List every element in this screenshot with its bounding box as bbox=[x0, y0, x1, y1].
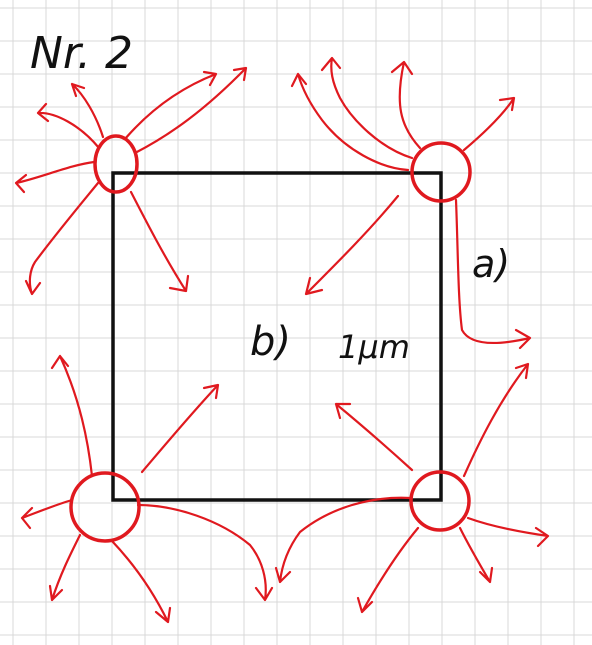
field-line-arrow bbox=[274, 496, 412, 584]
field-line-arrow bbox=[390, 60, 422, 150]
field-line-arrow bbox=[20, 498, 74, 530]
field-line-arrow bbox=[14, 160, 96, 194]
field-line-arrow bbox=[290, 72, 410, 172]
field-line-arrow bbox=[462, 96, 516, 152]
field-line-arrow bbox=[334, 402, 414, 472]
field-line-arrow bbox=[356, 526, 420, 614]
field-line-arrow bbox=[129, 190, 190, 293]
field-line-arrow bbox=[50, 354, 94, 478]
label-a: a) bbox=[472, 242, 510, 286]
field-line-arrow bbox=[458, 526, 494, 584]
field-line-arrow bbox=[36, 102, 101, 150]
field-line-arrow bbox=[140, 383, 220, 474]
field-line-arrow bbox=[24, 181, 100, 296]
field-line-arrow bbox=[133, 66, 248, 155]
field-line-arrow bbox=[136, 503, 274, 602]
field-line-arrow bbox=[123, 70, 218, 141]
field-line-arrow bbox=[462, 362, 530, 478]
charge-top-right bbox=[410, 141, 472, 203]
field-lines bbox=[14, 56, 550, 624]
side-length-label: 1µm bbox=[338, 328, 410, 366]
charge-top-left bbox=[93, 134, 139, 194]
field-line-arrow bbox=[320, 56, 414, 160]
field-line-arrow bbox=[110, 539, 172, 624]
charges bbox=[69, 134, 472, 543]
field-line-arrow bbox=[48, 533, 82, 602]
field-line-arrow bbox=[454, 198, 532, 350]
charge-bottom-right bbox=[409, 470, 471, 532]
square-frame bbox=[111, 171, 443, 502]
field-line-arrow bbox=[304, 194, 400, 296]
field-line-arrow bbox=[466, 516, 550, 548]
field-line-arrow bbox=[70, 82, 105, 139]
charge-bottom-left bbox=[69, 471, 141, 543]
title-label: Nr. 2 bbox=[30, 28, 133, 79]
label-b: b) bbox=[250, 319, 291, 365]
